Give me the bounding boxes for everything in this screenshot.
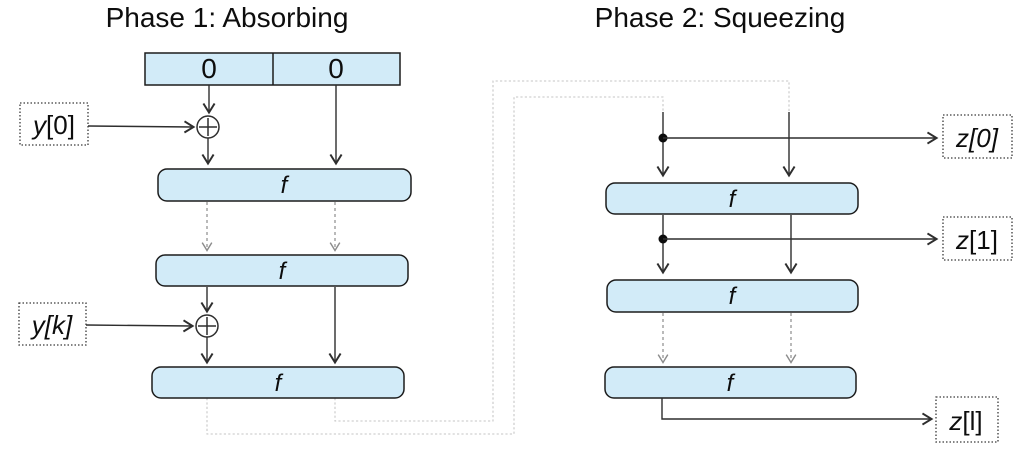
phase2-f1-box <box>605 182 859 215</box>
arrow-y0-to-xor1 <box>87 120 196 134</box>
phase1-f1-label: f <box>281 172 290 199</box>
output-z0-label: z[0] <box>955 123 999 153</box>
phase1-f3-label: f <box>275 370 284 397</box>
output-z1-label: z[1] <box>955 225 998 255</box>
input-yk-box <box>18 302 87 346</box>
wrap-line-left-lane <box>206 96 664 435</box>
phase2-f1-label: f <box>729 186 738 213</box>
state-register: 0 0 <box>144 52 401 86</box>
wrap-line-right-lane <box>334 80 790 422</box>
xor2-icon <box>195 314 219 338</box>
phase1-f1-box <box>157 168 412 202</box>
phase2-f2-box <box>606 279 859 313</box>
phase1-f3: f <box>151 366 405 399</box>
phase1-f3-box <box>151 366 405 399</box>
arrow-to-zl <box>661 398 934 426</box>
phase2-f2: f <box>606 279 859 313</box>
input-y0-box <box>19 102 89 146</box>
output-z1: z[1] <box>942 216 1013 261</box>
input-y0-label: y[0] <box>31 110 75 140</box>
phase2-title: Phase 2: Squeezing <box>595 2 846 33</box>
phase2-f3: f <box>604 366 857 399</box>
output-z0: z[0] <box>942 114 1013 159</box>
output-z0-box <box>942 114 1013 159</box>
phase2-f2-label: f <box>729 283 738 310</box>
phase1-title: Phase 1: Absorbing <box>106 2 349 33</box>
arrow-yk-to-xor2 <box>85 319 195 333</box>
phase1-f1: f <box>157 168 412 202</box>
state-cell-left: 0 <box>201 53 217 84</box>
input-yk-label: y[k] <box>30 310 73 340</box>
state-cell-right: 0 <box>328 53 344 84</box>
input-yk: y[k] <box>18 302 87 346</box>
output-z1-box <box>942 216 1013 261</box>
phase1-f2-label: f <box>279 258 288 285</box>
output-zl-box <box>935 396 999 443</box>
phase1-f2-box <box>155 254 409 287</box>
input-y0: y[0] <box>19 102 89 146</box>
phase2-f1: f <box>605 182 859 215</box>
phase2-f3-box <box>604 366 857 399</box>
phase1-f2: f <box>155 254 409 287</box>
output-zl-label: z[l] <box>948 406 982 436</box>
xor1-icon <box>196 115 220 139</box>
phase2-f3-label: f <box>727 370 736 397</box>
output-zl: z[l] <box>935 396 999 443</box>
